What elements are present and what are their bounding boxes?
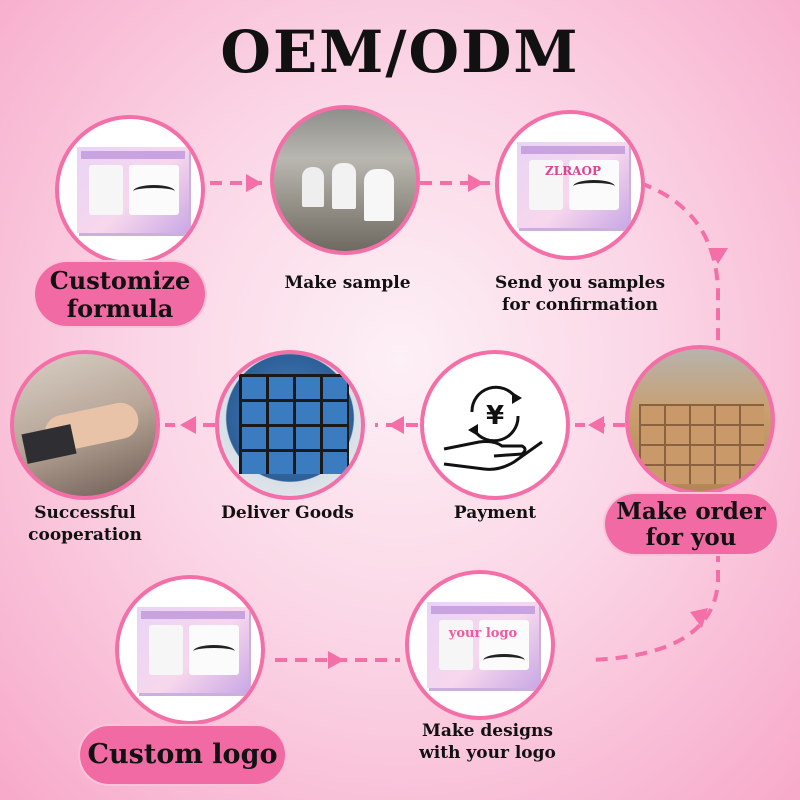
make-designs-label: Make designs with your logo	[419, 721, 556, 763]
product-box-icon: your logo	[427, 602, 539, 688]
handshake-photo	[10, 350, 160, 500]
product-box-circle: your logo	[405, 570, 555, 720]
deliver-goods-label: Deliver Goods	[221, 503, 354, 523]
product-box-circle	[55, 115, 205, 265]
arrow-icon	[468, 174, 484, 192]
factory-photo	[270, 105, 420, 255]
your-logo-text: your logo	[448, 626, 518, 641]
product-box-icon	[77, 147, 189, 233]
arrow-icon	[246, 174, 262, 192]
arrow-icon	[588, 416, 604, 434]
yen-symbol: ¥	[486, 401, 504, 431]
payment-label: Payment	[453, 503, 537, 523]
payment-hand-icon: ¥	[443, 385, 543, 471]
customize-formula-badge: Customize formula	[35, 262, 205, 326]
warehouse-boxes-photo	[625, 345, 775, 495]
make-order-badge: Make order for you	[605, 494, 777, 554]
product-box-icon: ZLRAOP	[517, 142, 629, 228]
successful-cooperation-label: Successful cooperation	[28, 503, 142, 545]
arrow-icon	[328, 651, 344, 669]
make-sample-label: Make sample	[284, 273, 411, 293]
arrow-icon	[388, 416, 404, 434]
send-samples-label: Send you samples for confirmation	[494, 273, 666, 315]
arrow-icon	[180, 416, 196, 434]
payment-circle: ¥	[420, 350, 570, 500]
custom-logo-badge: Custom logo	[80, 726, 285, 784]
page-title: OEM/ODM	[220, 18, 580, 86]
product-box-circle: ZLRAOP	[495, 110, 645, 260]
globe-cargo-photo	[215, 350, 365, 500]
arrow-icon	[690, 608, 708, 628]
product-box-icon	[137, 607, 249, 693]
product-box-circle	[115, 575, 265, 725]
arrow-icon	[708, 248, 728, 264]
